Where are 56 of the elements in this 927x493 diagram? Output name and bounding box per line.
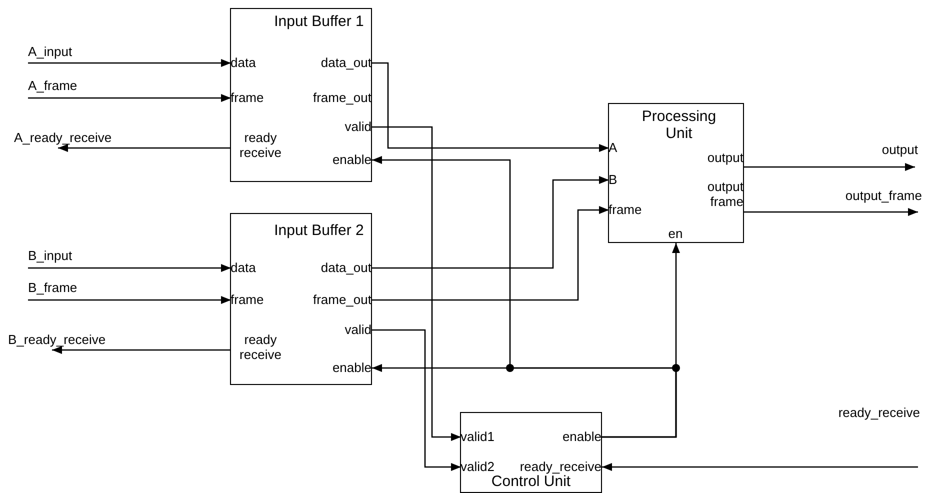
- port-label: data: [230, 54, 280, 72]
- signal-arrow: [372, 329, 461, 471]
- signal-arrow: [372, 206, 609, 301]
- port-label: frame: [230, 88, 280, 106]
- signal-arrow: [602, 243, 680, 438]
- signal-arrow: [28, 264, 231, 272]
- block-title: Input Buffer 1: [273, 13, 365, 30]
- port-label: frame: [608, 200, 658, 218]
- block-title: Control Unit: [490, 473, 571, 490]
- signal-label: B_frame: [28, 280, 118, 300]
- signal-arrow: [52, 346, 231, 354]
- port-label: data: [230, 258, 280, 276]
- signal-arrow: [744, 163, 915, 171]
- signal-arrow: [28, 296, 231, 304]
- port-label: frame: [230, 290, 280, 308]
- port-label: data_out: [300, 258, 372, 276]
- port-label: valid1: [460, 428, 510, 446]
- block-box: [230, 213, 372, 385]
- port-label: valid: [300, 320, 372, 338]
- block-box: [608, 103, 744, 243]
- port-label: ready receive: [230, 330, 290, 364]
- signal-label: A_input: [28, 44, 118, 63]
- signal-label: output: [836, 142, 918, 167]
- port-label: ready_receive: [514, 458, 602, 476]
- signal-arrow: [372, 126, 461, 441]
- signal-label: output_frame: [814, 188, 922, 212]
- signal-arrow: [28, 59, 231, 67]
- signal-arrow: [744, 208, 918, 216]
- port-label: enable: [300, 358, 372, 376]
- signal-arrow: [58, 144, 231, 152]
- block-title: Processing Unit: [640, 108, 718, 142]
- signal-arrow: [372, 176, 609, 269]
- signal-label: B_ready_receive: [8, 332, 168, 350]
- signal-label: ready_receive: [812, 405, 920, 467]
- signal-label: A_ready_receive: [14, 130, 164, 148]
- block-title: Input Buffer 2: [273, 222, 365, 239]
- port-label: A: [608, 138, 634, 156]
- block-box: [460, 412, 602, 493]
- port-label: frame_out: [300, 88, 372, 106]
- signal-arrow: [28, 94, 231, 102]
- port-label: frame_out: [300, 290, 372, 308]
- port-label: data_out: [300, 54, 372, 72]
- port-label: valid2: [460, 458, 510, 476]
- port-label: ready receive: [230, 128, 290, 162]
- signal-arrow: [602, 463, 918, 471]
- port-label: enable: [550, 428, 602, 446]
- signal-label: B_input: [28, 248, 118, 268]
- port-label: output: [690, 148, 744, 166]
- port-label: valid: [300, 118, 372, 136]
- block-box: [230, 8, 372, 182]
- port-label: output frame: [690, 176, 744, 212]
- port-label: en: [662, 224, 688, 242]
- port-label: B: [608, 170, 634, 188]
- port-label: enable: [300, 150, 372, 168]
- signal-arrow: [372, 62, 609, 152]
- signal-label: A_frame: [28, 78, 118, 98]
